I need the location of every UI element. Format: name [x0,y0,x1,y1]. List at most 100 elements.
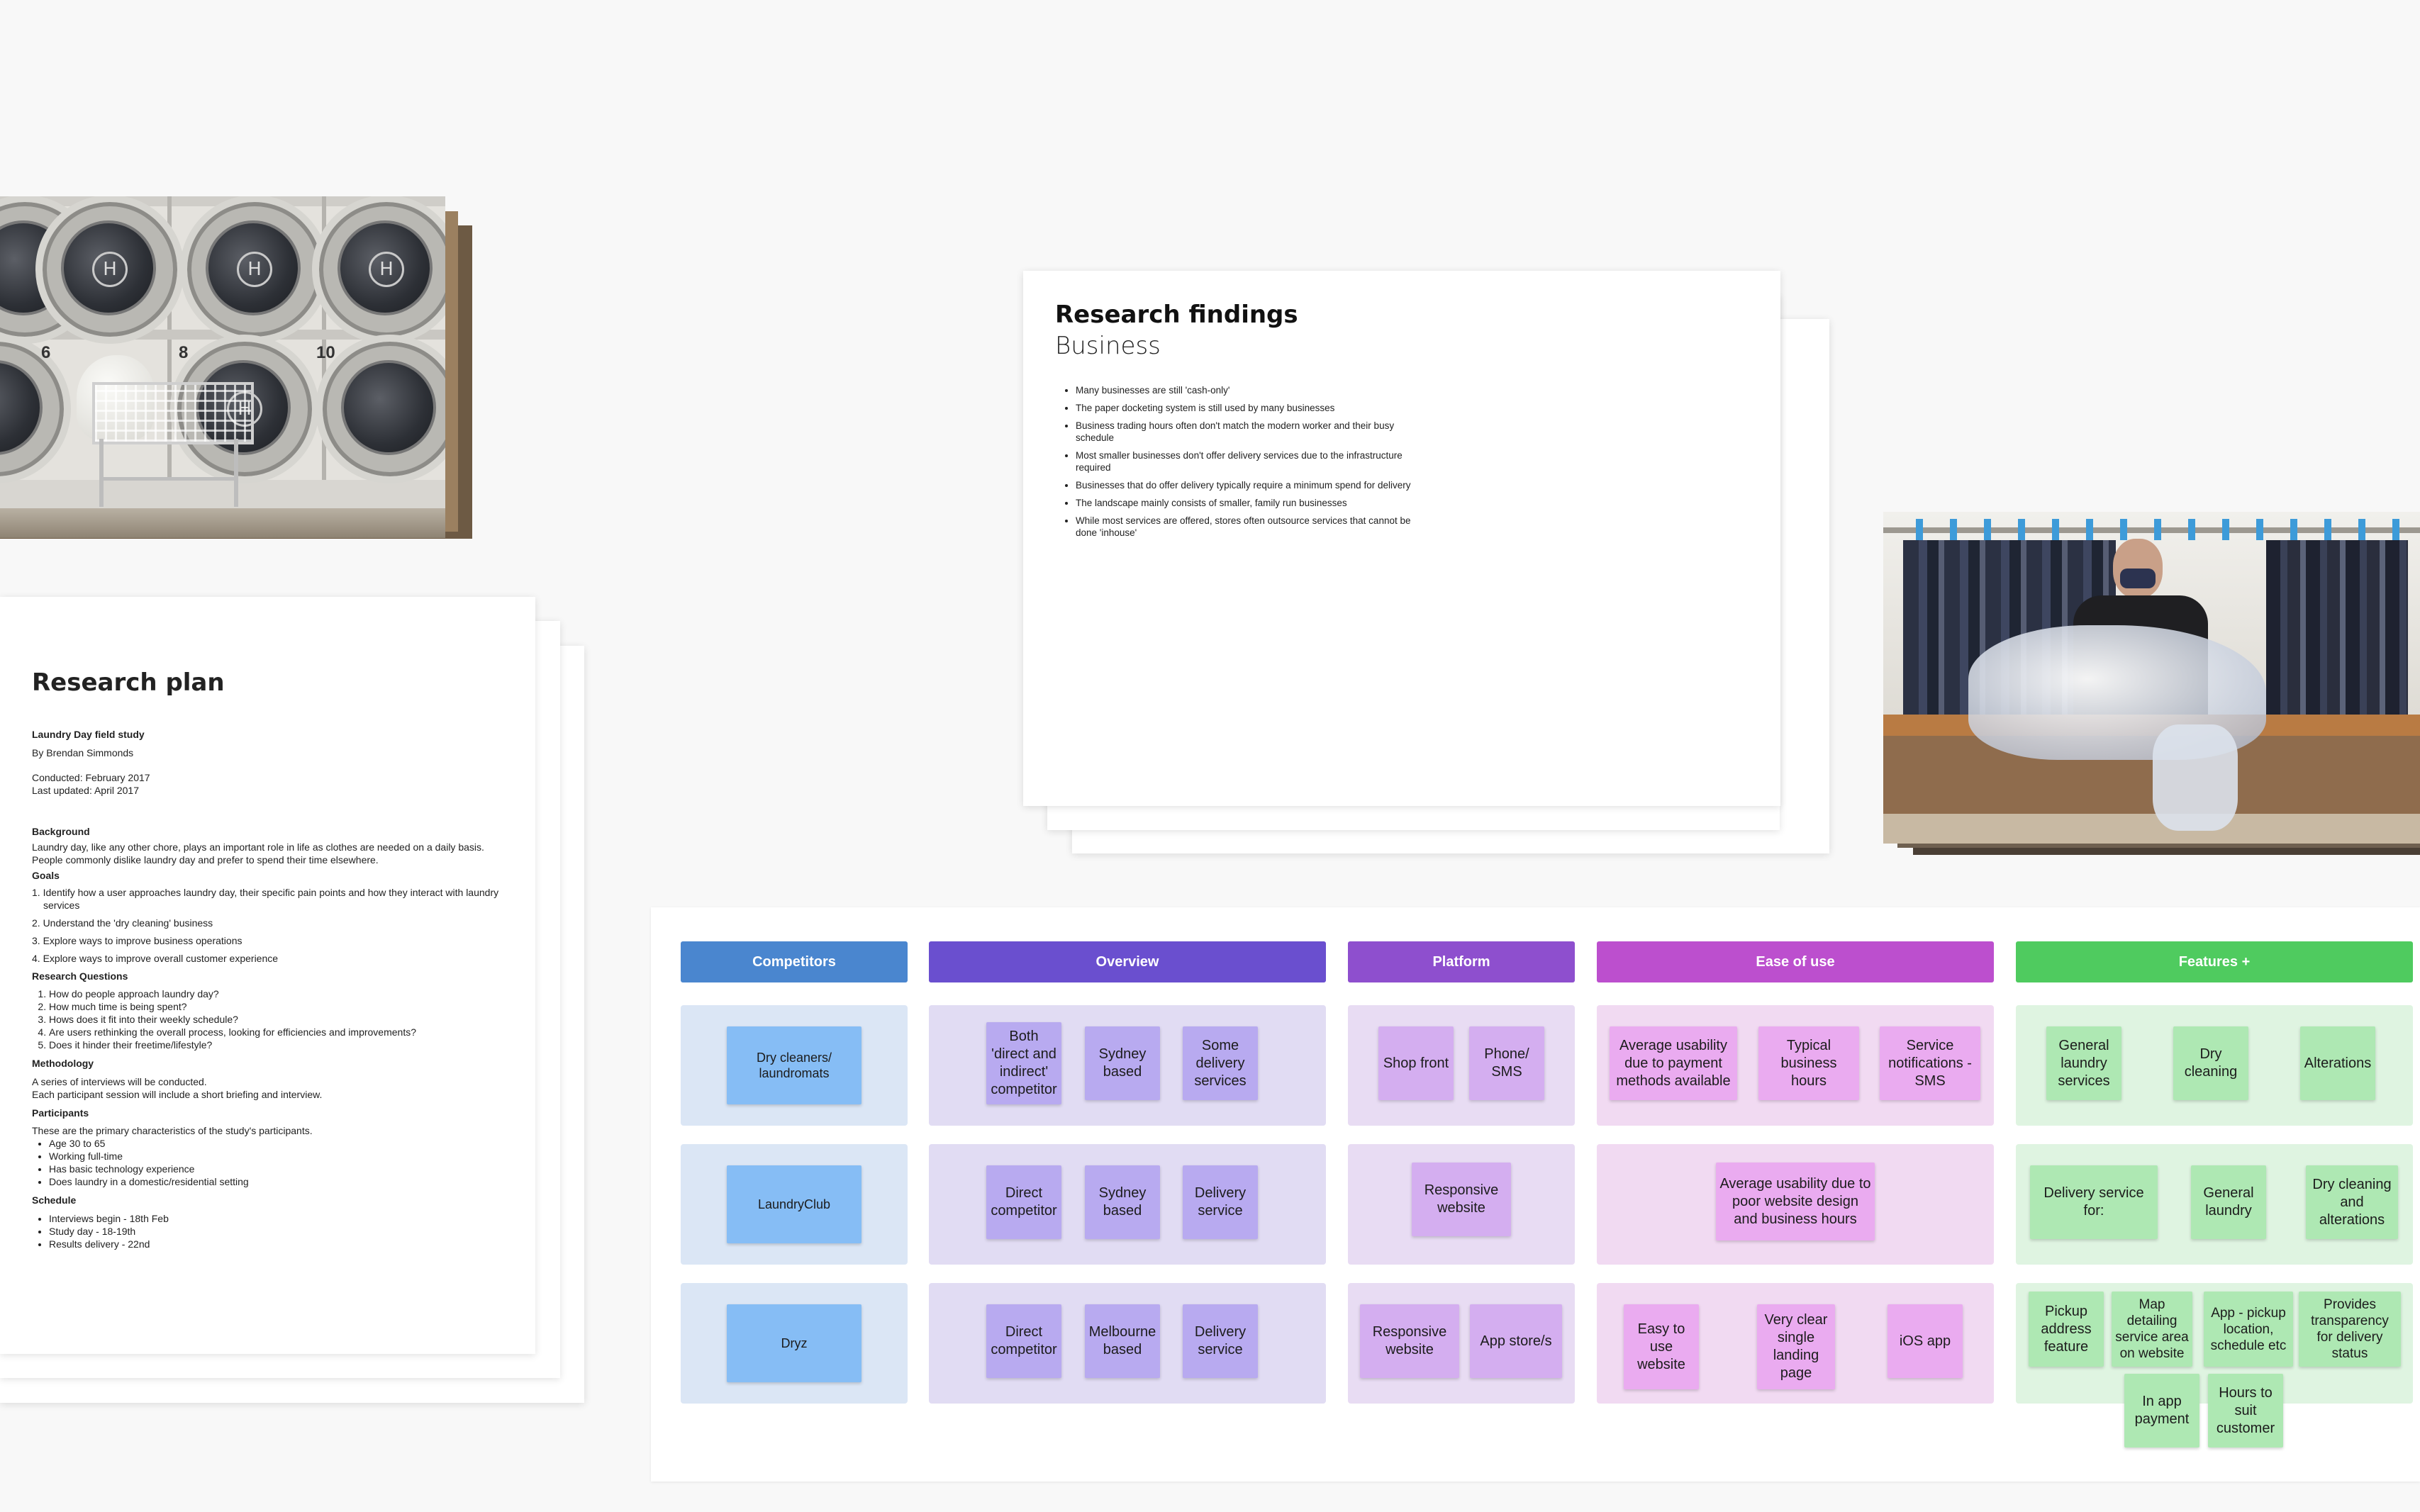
sticky-ease-of-use[interactable]: Average usability due to payment methods… [1610,1026,1737,1100]
hanging-garments [2266,540,2408,732]
face-mask [2120,569,2156,588]
sticky-competitor[interactable]: Dry cleaners/ laundromats [727,1026,862,1104]
sticky-competitor[interactable]: LaundryClub [727,1165,862,1243]
sticky-features[interactable]: Provides transparency for delivery statu… [2299,1292,2401,1367]
washer-door [0,335,71,483]
sticky-overview[interactable]: Delivery service [1183,1165,1258,1239]
list-item: Does laundry in a domestic/residential s… [49,1175,507,1188]
sticky-competitor[interactable]: Dryz [727,1304,862,1382]
column-header-platform[interactable]: Platform [1348,941,1575,982]
cart-frame [234,439,238,507]
washer-door: H [312,196,445,344]
schedule-list: Interviews begin - 18th Feb Study day - … [32,1212,507,1250]
machine-number: 8 [179,343,189,362]
laundry-cart [92,382,254,444]
research-plan-page[interactable]: Research plan Laundry Day field study By… [0,597,535,1354]
brand-logo-icon: H [237,252,272,287]
sticky-overview[interactable]: Both 'direct and indirect' competitor [986,1022,1061,1104]
blue-tags [1897,519,2408,540]
sticky-ease-of-use[interactable]: Very clear single landing page [1757,1304,1835,1389]
washer-door: H [180,196,329,344]
list-item: Study day - 18-19th [49,1225,507,1238]
goal-item: 1. Identify how a user approaches laundr… [32,887,499,911]
sticky-platform[interactable]: Shop front [1378,1026,1454,1100]
questions-list: How do people approach laundry day? How … [32,987,507,1051]
sticky-ease-of-use[interactable]: iOS app [1888,1304,1963,1378]
sticky-ease-of-use[interactable]: Service notifications - SMS [1880,1026,1980,1100]
sticky-platform[interactable]: Responsive website [1360,1304,1459,1378]
sticky-overview[interactable]: Delivery service [1183,1304,1258,1378]
list-item: Many businesses are still 'cash-only' [1076,384,1416,396]
washer-door: H [35,196,184,344]
sticky-features[interactable]: Delivery service for: [2030,1165,2158,1239]
sticky-features[interactable]: General laundry [2191,1165,2266,1239]
sticky-overview[interactable]: Direct competitor [986,1165,1061,1239]
sticky-ease-of-use[interactable]: Typical business hours [1758,1026,1859,1100]
sticky-features[interactable]: Map detailing service area on website [2112,1292,2192,1367]
sticky-overview[interactable]: Direct competitor [986,1304,1061,1378]
list-item: Age 30 to 65 [49,1137,507,1150]
page-title: Research plan [32,668,225,697]
section-heading: Background [32,826,90,837]
washer-door [316,335,445,483]
sticky-ease-of-use[interactable]: Easy to use website [1624,1304,1699,1389]
author: By Brendan Simmonds [32,747,134,758]
section-heading: Participants [32,1107,89,1119]
floor [1883,814,2420,844]
wrapped-garment-tail [2153,724,2238,831]
machine-number: 10 [316,343,335,362]
column-header-features[interactable]: Features + [2016,941,2413,982]
list-item: Results delivery - 22nd [49,1238,507,1250]
list-item: While most services are offered, stores … [1076,515,1416,539]
laundromat-photo: H H H H 6 8 10 [0,196,445,538]
list-item: Does it hinder their freetime/lifestyle? [49,1038,507,1051]
sticky-overview[interactable]: Sydney based [1085,1165,1160,1239]
section-heading: Schedule [32,1194,77,1206]
updated-date: Last updated: April 2017 [32,785,140,796]
sticky-features[interactable]: In app payment [2124,1374,2199,1447]
sticky-features[interactable]: App - pickup location, schedule etc [2204,1292,2293,1367]
floor [0,508,445,538]
column-header-overview[interactable]: Overview [929,941,1326,982]
sticky-platform[interactable]: Responsive website [1412,1163,1511,1236]
column-header-competitors[interactable]: Competitors [681,941,908,982]
sticky-overview[interactable]: Some delivery services [1183,1026,1258,1100]
sticky-features[interactable]: Alterations [2300,1026,2375,1100]
cart-frame [99,439,104,507]
section-heading: Goals [32,870,60,881]
conducted-date: Conducted: February 2017 [32,772,150,783]
sticky-features[interactable]: General laundry services [2046,1026,2121,1100]
goal-item: 2. Understand the 'dry cleaning' busines… [32,917,213,929]
sticky-ease-of-use[interactable]: Average usability due to poor website de… [1716,1163,1875,1241]
cart-frame [99,477,238,481]
sticky-features[interactable]: Hours to suit customer [2208,1374,2283,1447]
page-subtitle: Business [1055,332,1161,360]
brand-logo-icon: H [369,252,404,287]
drycleaner-photo [1883,512,2420,844]
list-item: Interviews begin - 18th Feb [49,1212,507,1225]
list-item: Hows does it fit into their weekly sched… [49,1013,507,1026]
list-item: How do people approach laundry day? [49,987,507,1000]
background-text: Laundry day, like any other chore, plays… [32,841,484,866]
sticky-overview[interactable]: Sydney based [1085,1026,1160,1100]
machine-number: 6 [41,343,51,362]
sticky-features[interactable]: Pickup address feature [2029,1292,2104,1367]
list-item: The landscape mainly consists of smaller… [1076,497,1416,509]
findings-list: Many businesses are still 'cash-only' Th… [1059,384,1416,544]
competitor-board[interactable]: Competitors Overview Platform Ease of us… [651,907,2420,1482]
sticky-features[interactable]: Dry cleaning and alterations [2306,1165,2398,1239]
list-item: The paper docketing system is still used… [1076,402,1416,414]
research-findings-page[interactable]: Research findings Business Many business… [1023,271,1780,806]
sticky-features[interactable]: Dry cleaning [2173,1026,2248,1100]
goal-item: 3. Explore ways to improve business oper… [32,935,242,946]
column-header-ease-of-use[interactable]: Ease of use [1597,941,1994,982]
list-item: Working full-time [49,1150,507,1163]
sticky-overview[interactable]: Melbourne based [1085,1304,1160,1378]
list-item: Most smaller businesses don't offer deli… [1076,449,1416,474]
participants-intro: These are the primary characteristics of… [32,1125,313,1136]
list-item: Business trading hours often don't match… [1076,420,1416,444]
sticky-platform[interactable]: App store/s [1470,1304,1562,1378]
sticky-platform[interactable]: Phone/ SMS [1469,1026,1544,1100]
study-name: Laundry Day field study [32,729,145,740]
list-item: How much time is being spent? [49,1000,507,1013]
